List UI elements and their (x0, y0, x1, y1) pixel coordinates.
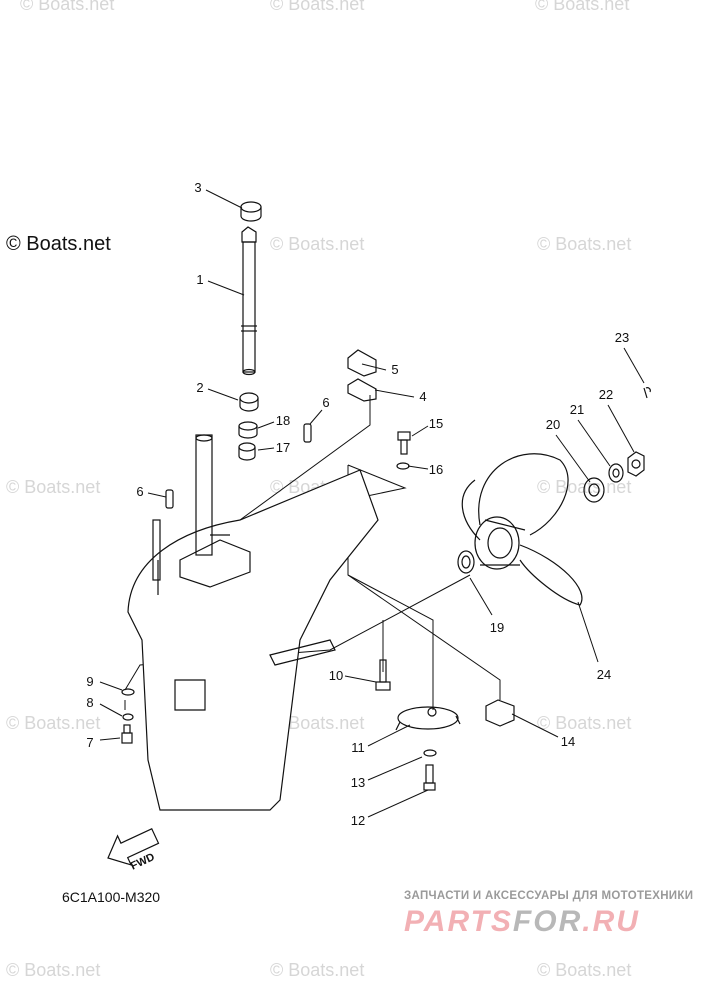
part-6-pin (165, 489, 174, 509)
callout-10: 10 (328, 668, 344, 683)
part-9-washer (121, 688, 135, 696)
callout-11: 11 (351, 740, 365, 755)
lower-gearcase (127, 434, 379, 811)
part-22-nut (627, 451, 645, 477)
callout-1: 1 (196, 272, 204, 287)
part-19-spacer (457, 550, 475, 574)
callout-16: 16 (428, 462, 444, 477)
part-5-wedge (347, 349, 377, 377)
callout-8: 8 (86, 695, 94, 710)
part-10-bolt (375, 659, 391, 691)
part-21-spacer (608, 463, 624, 483)
part-6-pin (303, 423, 312, 443)
callout-17: 17 (275, 440, 291, 455)
part-18 (238, 421, 258, 439)
callout-21: 21 (569, 402, 585, 417)
callout-23: 23 (614, 330, 630, 345)
part-14-anode (485, 699, 515, 727)
callout-7: 7 (86, 735, 94, 750)
watermark: © Boats.net (6, 477, 101, 497)
watermark: © Boats.net (535, 0, 630, 14)
part-13-washer (423, 749, 437, 757)
watermark: © Boats.net (537, 234, 632, 254)
callout-4: 4 (419, 389, 427, 404)
watermark: © Boats.net (537, 713, 632, 733)
callout-2: 2 (196, 380, 204, 395)
part-1-drive-shaft (241, 226, 257, 376)
callout-13: 13 (350, 775, 366, 790)
diagram-code: 6C1A100-M320 (62, 889, 161, 905)
part-20-washer (583, 477, 605, 503)
promo-logo[interactable]: PARTSFOR.RU (404, 906, 640, 938)
promo-logo-part3: .RU (582, 905, 640, 938)
part-12-bolt (423, 764, 436, 791)
part-17 (238, 442, 256, 461)
callout-6: 6 (136, 484, 144, 499)
callout-3: 3 (194, 180, 202, 195)
part-2-bushing (239, 392, 259, 412)
callout-9: 9 (86, 674, 94, 689)
callout-6: 6 (322, 395, 330, 410)
watermark: © Boats.net (537, 960, 632, 980)
part-8-washer (122, 713, 134, 721)
watermark: © Boats.net (270, 713, 365, 733)
watermark: © Boats.net (6, 960, 101, 980)
part-15-bolt (397, 431, 411, 455)
part-23-cotter-pin (643, 387, 651, 399)
part-16-washer (396, 462, 410, 470)
watermark: © Boats.net (270, 234, 365, 254)
promo-tagline: ЗАПЧАСТИ И АКСЕССУАРЫ ДЛЯ МОТОТЕХНИКИ (404, 890, 694, 902)
callout-5: 5 (391, 362, 399, 377)
fwd-arrow (107, 827, 160, 866)
watermark: © Boats.net (6, 233, 111, 255)
callout-18: 18 (275, 413, 291, 428)
callout-14: 14 (560, 734, 576, 749)
callout-22: 22 (598, 387, 614, 402)
part-24-propeller (461, 453, 583, 606)
promo-logo-part2: FOR (512, 905, 583, 938)
part-7-bolt (121, 724, 133, 744)
watermark: © Boats.net (20, 0, 115, 14)
callout-15: 15 (428, 416, 444, 431)
part-11-trim-tab (395, 706, 461, 731)
promo-logo-part1: PARTS (404, 905, 513, 938)
part-4-wedge (347, 378, 377, 402)
callout-12: 12 (350, 813, 366, 828)
watermark: © Boats.net (270, 960, 365, 980)
watermark: © Boats.net (6, 713, 101, 733)
callout-20: 20 (545, 417, 561, 432)
part-3-bushing (240, 201, 262, 222)
callout-24: 24 (596, 667, 612, 682)
watermark: © Boats.net (270, 0, 365, 14)
callout-19: 19 (489, 620, 505, 635)
